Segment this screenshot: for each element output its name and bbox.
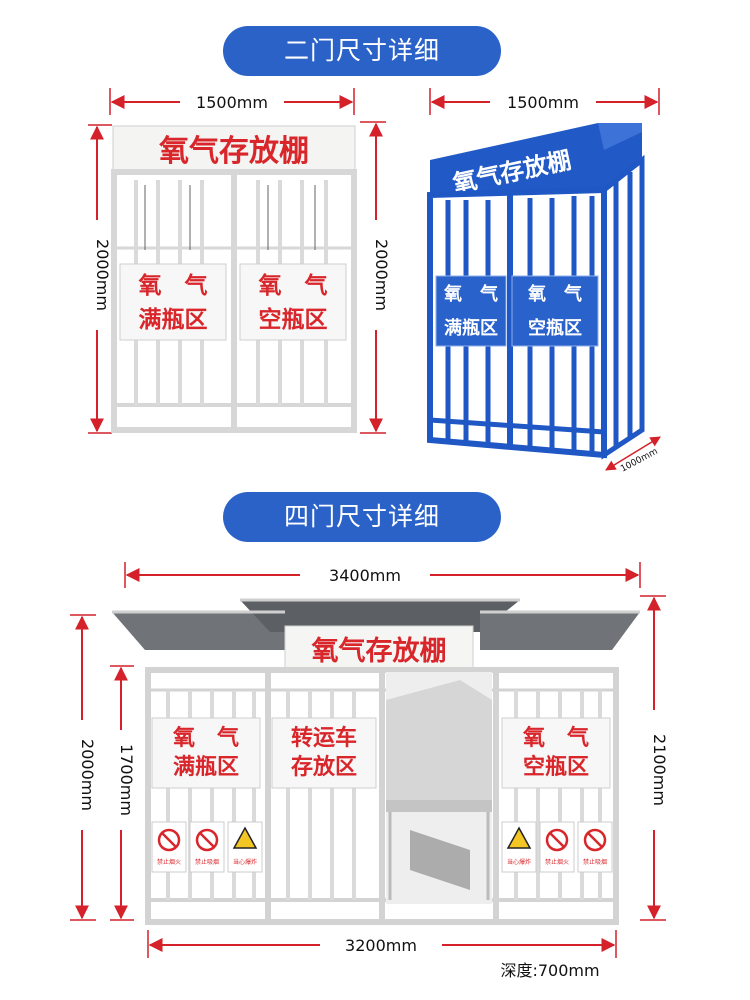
blue-cage-right-sign-line2: 空瓶区	[528, 317, 582, 339]
white-cage-left-sign-line1: 氧 气	[138, 272, 208, 299]
warning-label-1: 禁止烟火	[157, 858, 181, 866]
four-door-top-width-label: 3400mm	[329, 566, 401, 585]
no-fire-icon	[157, 828, 181, 852]
warning-label-2: 禁止吸烟	[195, 858, 219, 866]
blue-two-door-cage: 1500mm 氧气存放棚 氧 气 满瓶区 氧 气 空瓶区 10	[427, 88, 661, 475]
four-door-header: 四门尺寸详细	[223, 492, 501, 542]
white-cage-left-sign-line2: 满瓶区	[139, 307, 208, 333]
white-cage-height-left-label: 2000mm	[93, 239, 112, 311]
four-door-inner-height-label: 1700mm	[117, 744, 136, 816]
white-cage-height-right-label: 2000mm	[372, 239, 391, 311]
four-door-shed: 3400mm 2000mm 1700mm 2100mm 氧气存放棚	[70, 562, 669, 980]
four-door-right-height-label: 2100mm	[650, 734, 669, 806]
warning-label-4: 当心爆炸	[507, 858, 531, 866]
four-door-outer-height-label: 2000mm	[78, 739, 97, 811]
no-smoking-icon	[583, 828, 607, 852]
white-cage-right-sign-line1: 氧 气	[258, 272, 328, 299]
blue-cage-width-label: 1500mm	[507, 93, 579, 112]
warning-label-3: 当心爆炸	[233, 858, 257, 866]
blue-cage-depth-label: 1000mm	[619, 447, 659, 475]
blue-cage-right-sign-line1: 氧 气	[527, 283, 582, 305]
warning-placards-right: 当心爆炸 禁止烟火 禁止吸烟	[501, 821, 613, 873]
warning-label-6: 禁止吸烟	[583, 858, 607, 866]
white-cage-right-sign-line2: 空瓶区	[259, 306, 328, 333]
white-two-door-cage: 1500mm 2000mm 2000mm 氧气存放棚	[88, 88, 391, 434]
four-door-cart-sign-line1: 转运车	[291, 725, 357, 751]
four-door-banner: 氧气存放棚	[311, 635, 447, 667]
warning-placards-left: 禁止烟火 禁止吸烟 当心爆炸	[151, 821, 263, 873]
no-fire-icon	[545, 828, 569, 852]
two-door-header: 二门尺寸详细	[223, 26, 501, 76]
blue-cage-left-sign-line2: 满瓶区	[444, 317, 498, 339]
four-door-full-sign-line2: 满瓶区	[173, 755, 239, 780]
four-door-empty-sign-line1: 氧 气	[522, 725, 589, 751]
four-door-bottom-width-label: 3200mm	[345, 936, 417, 955]
four-door-full-sign-line1: 氧 气	[172, 725, 239, 751]
four-door-empty-sign-line2: 空瓶区	[523, 754, 589, 780]
four-door-depth-note: 深度:700mm	[500, 961, 599, 980]
blue-cage-left-sign-line1: 氧 气	[443, 283, 498, 305]
no-smoking-icon	[195, 828, 219, 852]
warning-label-5: 禁止烟火	[545, 858, 569, 866]
four-door-cart-sign-line2: 存放区	[291, 754, 357, 780]
white-cage-width-label: 1500mm	[196, 93, 268, 112]
warning-triangle-icon	[506, 826, 532, 849]
warning-triangle-icon	[232, 826, 258, 849]
white-cage-banner: 氧气存放棚	[159, 134, 309, 169]
